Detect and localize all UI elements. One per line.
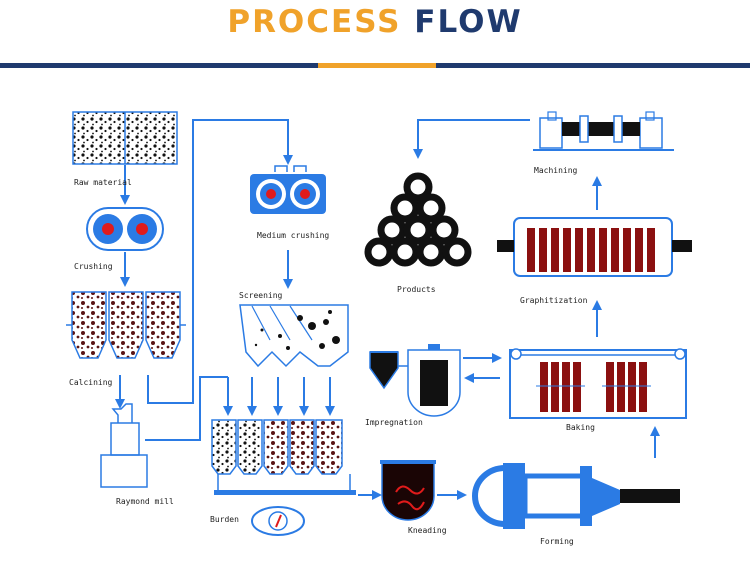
label-raw-material: Raw material	[74, 178, 132, 187]
arrow-calcining-to-medium-crushing	[147, 119, 293, 404]
label-screening: Screening	[239, 291, 283, 300]
raw-material-graphic	[72, 111, 178, 165]
products-graphic	[364, 172, 472, 267]
title-word-process: PROCESS	[227, 4, 402, 40]
title-word-flow: FLOW	[414, 4, 523, 40]
label-graphitization: Graphitization	[520, 296, 588, 305]
arrow-mill-line	[145, 376, 228, 441]
label-products: Products	[397, 285, 436, 294]
label-impregnation: Impregnation	[365, 418, 423, 427]
kneading-graphic	[380, 460, 436, 521]
label-forming: Forming	[540, 537, 574, 546]
screening-graphic	[239, 304, 349, 368]
label-raymond-mill: Raymond mill	[116, 497, 174, 506]
impregnation-graphic	[369, 344, 461, 417]
burden-graphic	[211, 419, 356, 536]
flow-arrows	[115, 119, 660, 500]
title-divider-accent	[318, 63, 436, 68]
raymond-mill-graphic	[100, 403, 148, 488]
label-medium-crushing: Medium crushing	[257, 231, 330, 240]
label-burden: Burden	[210, 515, 239, 524]
forming-graphic	[472, 463, 680, 529]
label-machining: Machining	[534, 166, 578, 175]
label-baking: Baking	[566, 423, 595, 432]
page-title: PROCESS FLOW	[0, 4, 750, 40]
label-kneading: Kneading	[408, 526, 447, 535]
label-calcining: Calcining	[69, 378, 113, 387]
calcining-graphic	[66, 291, 186, 359]
arrow-machining-to-products	[413, 119, 530, 159]
graphitization-graphic	[497, 217, 692, 277]
machining-graphic	[533, 111, 674, 151]
medium-crushing-graphic	[250, 165, 326, 214]
label-crushing: Crushing	[74, 262, 113, 271]
baking-graphic	[509, 348, 687, 419]
crushing-graphic	[86, 207, 164, 251]
